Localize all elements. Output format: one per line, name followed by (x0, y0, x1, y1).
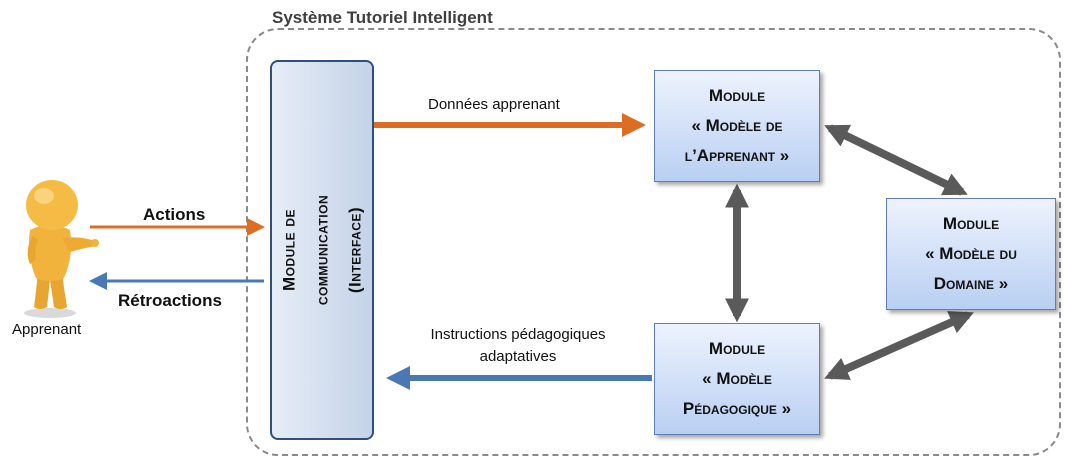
communication-module-line-3: (Interface) (345, 206, 365, 294)
system-boundary (246, 28, 1061, 456)
learner-model-line-1: Module (708, 86, 766, 105)
communication-module: Module de communication (Interface) (270, 60, 374, 440)
learner-label: Apprenant (12, 321, 82, 338)
domain-pedagogical-arrow (824, 311, 974, 380)
learner-model-module: Module « Modèle de l’Apprenant » (654, 70, 820, 182)
domain-model-line-3: Domaine » (933, 274, 1009, 293)
learner-domain-arrow (824, 124, 968, 196)
communication-module-line-2: communication (312, 194, 332, 306)
learner-model-line-3: l’Apprenant » (684, 146, 790, 165)
learner-data-label: Données apprenant (428, 96, 560, 113)
communication-module-line-1: Module de (279, 208, 299, 292)
domain-model-line-1: Module (942, 214, 1000, 233)
instructions-label-line-2: adaptatives (479, 348, 557, 365)
instructions-label-line-1: Instructions pédagogiques (430, 326, 606, 343)
domain-model-line-2: « Modèle du (925, 244, 1017, 263)
pedagogical-model-module: Module « Modèle Pédagogique » (654, 323, 820, 435)
communication-module-label: Module de communication (Interface) (273, 80, 372, 420)
system-title: Système Tutoriel Intelligent (272, 8, 493, 27)
actions-label: Actions (143, 205, 206, 224)
pedagogical-model-line-3: Pédagogique » (682, 399, 792, 418)
domain-model-module: Module « Modèle du Domaine » (886, 198, 1056, 310)
pedagogical-model-line-1: Module (708, 339, 766, 358)
feedback-label: Rétroactions (118, 291, 222, 310)
learner-model-line-2: « Modèle de (691, 116, 783, 135)
pedagogical-model-line-2: « Modèle (702, 369, 772, 388)
instructions-label: Instructions pédagogiques adaptatives (400, 324, 636, 368)
person-pointing-icon (24, 180, 99, 318)
